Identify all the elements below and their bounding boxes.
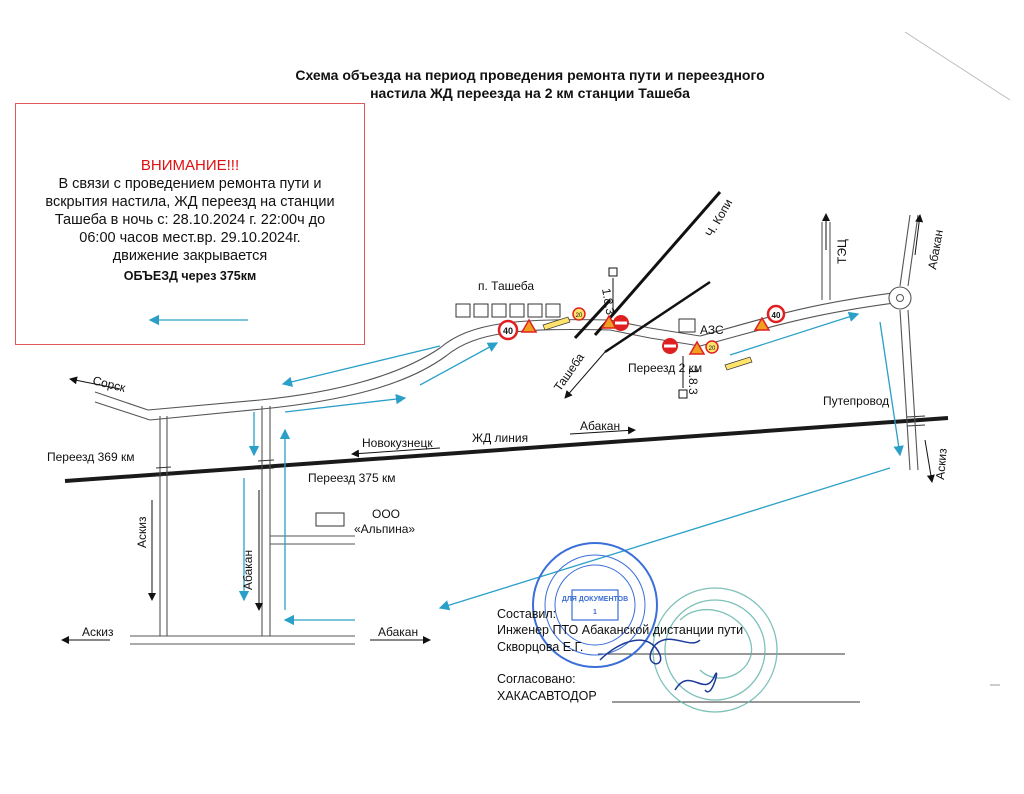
- closure-notice-box: ВНИМАНИЕ!!! В связи с проведением ремонт…: [15, 103, 365, 345]
- notice-line: В связи с проведением ремонта пути и: [58, 176, 322, 192]
- svg-text:40: 40: [772, 311, 781, 320]
- label-novokuznetsk: Новокузнецк: [362, 436, 433, 450]
- label-abakan-rail: Абакан: [580, 419, 620, 433]
- svg-text:20: 20: [576, 313, 583, 319]
- svg-text:20: 20: [709, 346, 716, 352]
- abakan-ne-arrow: [914, 214, 924, 256]
- label-alpina-1: ООО: [372, 507, 400, 521]
- speed-limit-sign-20: 20: [572, 307, 586, 321]
- station-track: [604, 280, 711, 354]
- signature-engineer: Инженер ПТО Абаканской дистанции пути: [497, 623, 744, 637]
- signature-scribble: [599, 638, 701, 665]
- label-overpass: Путепровод: [823, 394, 889, 408]
- svg-text:1: 1: [593, 609, 597, 616]
- signature-agreed: Согласовано:: [497, 672, 576, 686]
- speed-limit-sign-40: 40: [766, 304, 786, 324]
- label-alpina-2: «Альпина»: [354, 522, 415, 536]
- sign-tag: 1.8.3: [599, 287, 617, 316]
- label-tasheba-road: Ташеба: [551, 350, 587, 393]
- askiz-right-arrow: [924, 439, 935, 483]
- label-crossing-2km: Переезд 2 км: [628, 361, 702, 375]
- label-abakan-vertical: Абакан: [241, 550, 255, 590]
- sorsk-arrow: [69, 376, 121, 390]
- signature-org: ХАКАСАВТОДОР: [497, 689, 597, 703]
- sign-tag: 1.8.3: [686, 368, 700, 395]
- tec-road: [821, 222, 831, 300]
- notice-line: движение закрывается: [112, 248, 268, 264]
- signature-scribble: [674, 672, 718, 693]
- alpina-road: [270, 535, 355, 545]
- railroad-crossing-sign: [608, 267, 688, 399]
- label-crossing-375: Переезд 375 км: [308, 471, 396, 485]
- label-askiz-right: Аскиз: [933, 447, 950, 480]
- tasheba-arrow: [564, 351, 606, 399]
- azs-building: [678, 318, 696, 333]
- notice-line: вскрытия настила, ЖД переезд на станции: [45, 194, 335, 210]
- tasheba-track: [573, 298, 612, 340]
- railway-line: [64, 416, 949, 483]
- page-title: Схема объезда на период проведения ремон…: [180, 66, 880, 102]
- speed-limit-sign-20: 20: [705, 340, 719, 354]
- chkopi-track: [593, 191, 722, 336]
- signature-compiled: Составил:: [497, 607, 557, 621]
- detour-sign: [542, 316, 753, 371]
- label-tasheba-village: п. Ташеба: [478, 279, 534, 293]
- scan-edge: [904, 31, 1011, 101]
- detour-arrows: [238, 311, 904, 626]
- notice-detour: ОБЪЕЗД через 375км: [123, 269, 257, 283]
- village-houses: [455, 303, 561, 318]
- alpina-building: [315, 512, 345, 527]
- title-line-1: Схема объезда на период проведения ремон…: [295, 67, 765, 83]
- notice-warning: ВНИМАНИЕ!!!: [140, 157, 240, 174]
- notice-line: 06:00 часов мест.вр. 29.10.2024г.: [79, 230, 301, 246]
- warning-sign: [520, 314, 771, 355]
- direction-arrows: [61, 426, 636, 644]
- notice-line: Ташеба в ночь с: 28.10.2024 г. 22:00ч до: [54, 212, 326, 228]
- svg-text:ДЛЯ ДОКУМЕНТОВ: ДЛЯ ДОКУМЕНТОВ: [562, 596, 628, 603]
- approval-stamp: [652, 587, 778, 713]
- label-abakan-ne: Абакан: [925, 229, 946, 271]
- svg-text:40: 40: [503, 326, 513, 336]
- label-azs: АЗС: [700, 323, 724, 337]
- askiz-road: [899, 214, 919, 471]
- official-stamp: ДЛЯ ДОКУМЕНТОВ 1: [532, 542, 658, 668]
- main-road: [147, 291, 903, 421]
- no-entry-sign: [613, 315, 678, 354]
- roundabout-center: [896, 294, 904, 302]
- label-abakan-bottom: Абакан: [378, 625, 418, 639]
- label-sorsk: Сорск: [91, 373, 127, 395]
- label-rail-line: ЖД линия: [472, 431, 528, 445]
- speed-limit-sign-40: 40: [497, 319, 519, 341]
- label-askiz-bottom: Аскиз: [82, 625, 114, 639]
- bottom-road: [130, 635, 355, 645]
- title-line-2: настила ЖД переезда на 2 км станции Таше…: [370, 85, 690, 101]
- label-tec: ТЭЦ: [835, 239, 849, 264]
- signature-name: Скворцова Е.Г.: [497, 640, 584, 654]
- label-askiz-vertical: Аскиз: [135, 516, 149, 548]
- label-ch-kopi: Ч. Копи: [702, 197, 735, 240]
- sorsk-road: [94, 391, 151, 421]
- crossing-marks: [155, 415, 926, 477]
- vertical-roads: [159, 406, 271, 636]
- label-crossing-369: Переезд 369 км: [47, 450, 135, 464]
